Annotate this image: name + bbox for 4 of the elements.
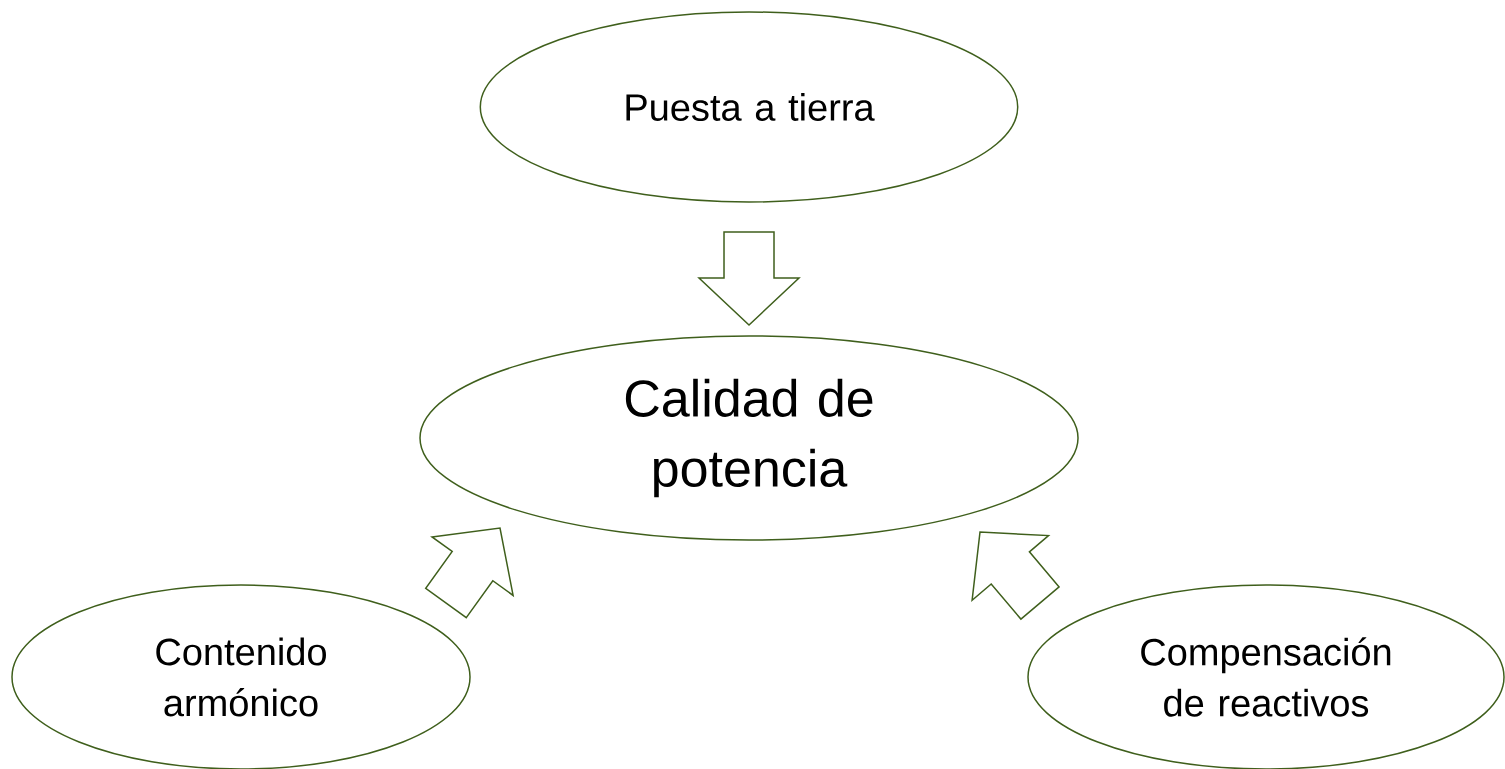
block-arrow xyxy=(697,231,801,327)
block-arrow xyxy=(424,527,515,619)
ellipse-node: Calidad de potencia xyxy=(419,335,1079,541)
ellipse-node: Puesta a tierra xyxy=(479,11,1019,203)
